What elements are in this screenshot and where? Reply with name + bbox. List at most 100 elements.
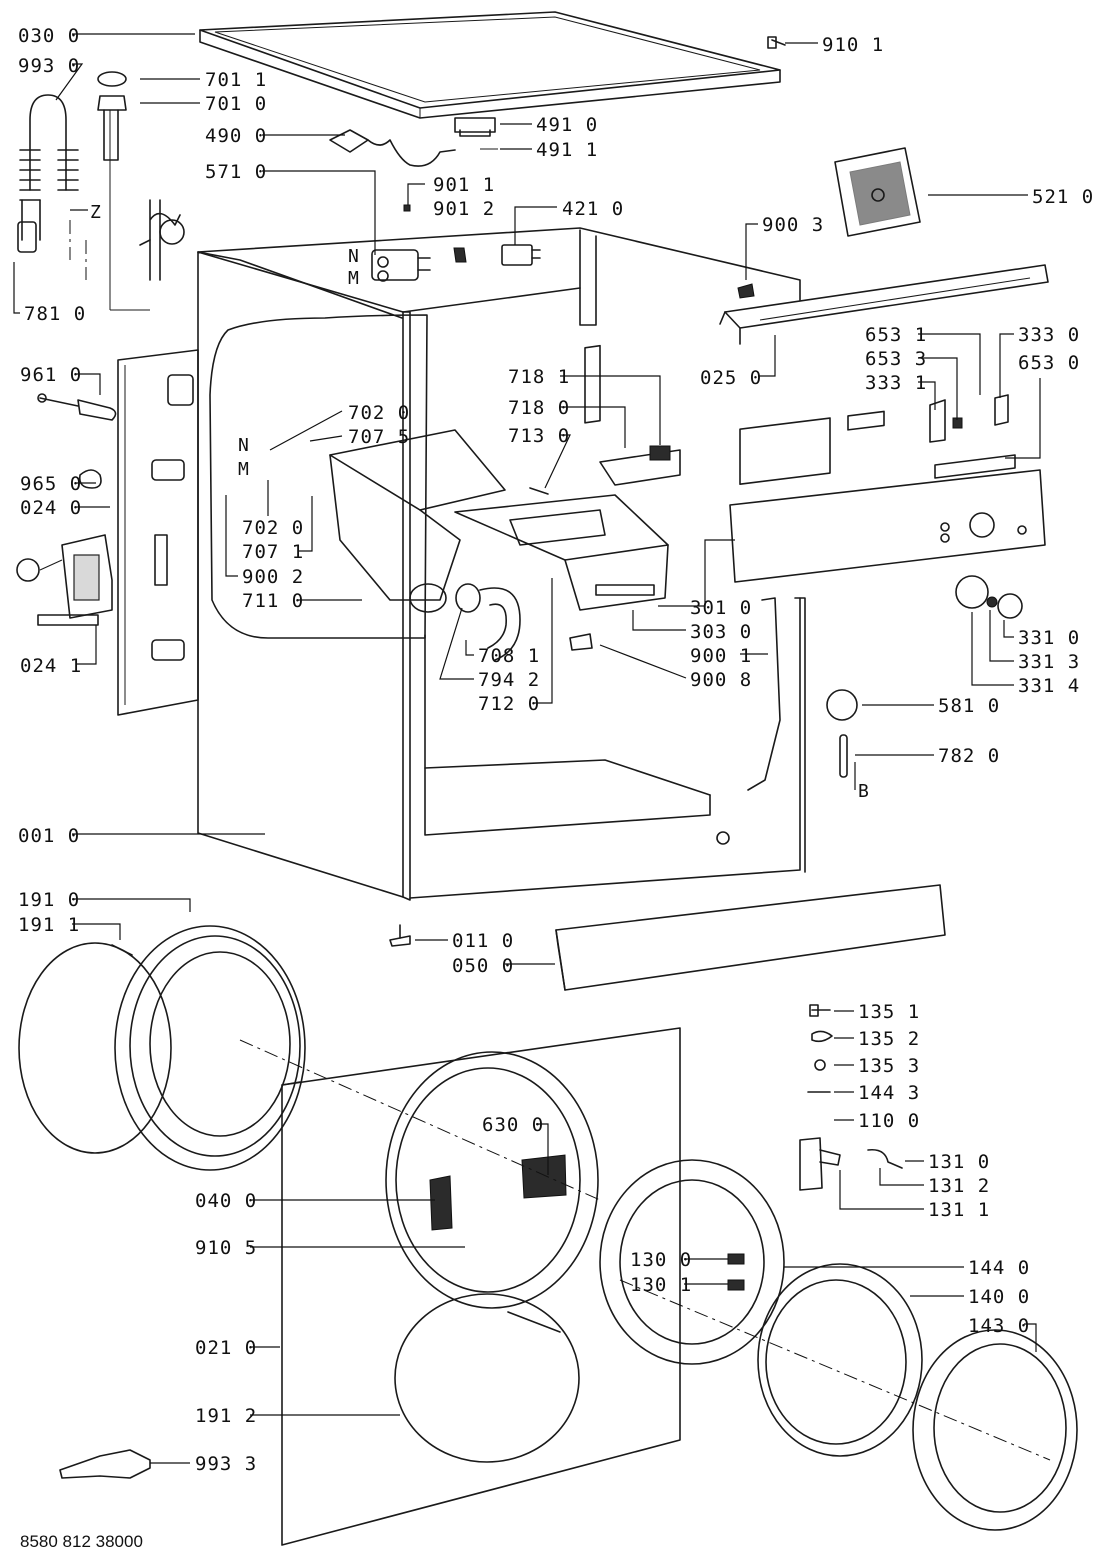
- door-handle: [799, 1004, 903, 1191]
- part-label-331_3: 331 3: [1018, 651, 1080, 673]
- leader-line: [999, 333, 1014, 398]
- control-panel: [729, 410, 1046, 583]
- leader-line: [407, 183, 425, 205]
- part-label-191_0: 191 0: [18, 889, 80, 911]
- screw-910-1: [767, 36, 786, 49]
- part-label-130_1: 130 1: [630, 1274, 692, 1296]
- top-rail: [719, 264, 1049, 345]
- leader-line: [989, 610, 1014, 662]
- part-label-Z: Z: [90, 202, 101, 223]
- leader-line: [269, 410, 343, 451]
- part-label-900_1: 900 1: [690, 645, 752, 667]
- leader-line: [560, 406, 626, 448]
- part-label-491_0: 491 0: [536, 114, 598, 136]
- plug-701: [97, 71, 150, 311]
- part-label-910_5: 910 5: [195, 1237, 257, 1259]
- door-lock: [501, 244, 541, 266]
- part-label-794_2: 794 2: [478, 669, 540, 691]
- dispenser-parts: [529, 344, 681, 495]
- leader-line: [55, 63, 84, 101]
- part-label-131_0: 131 0: [928, 1151, 990, 1173]
- part-label-900_8: 900 8: [690, 669, 752, 691]
- switch-parts: [929, 394, 1009, 443]
- leader-line: [632, 610, 686, 631]
- plinth: [555, 884, 946, 991]
- part-label-N_mid: N: [238, 435, 249, 456]
- part-label-143_0: 143 0: [968, 1315, 1030, 1337]
- part-label-040_0: 040 0: [195, 1190, 257, 1212]
- leader-line: [1003, 620, 1014, 638]
- part-label-191_1: 191 1: [18, 914, 80, 936]
- connector-901: [403, 204, 467, 263]
- part-label-901_2: 901 2: [433, 198, 495, 220]
- detergent-drawer: [454, 494, 669, 611]
- leader-line: [879, 1168, 924, 1186]
- part-label-711_0: 711 0: [242, 590, 304, 612]
- part-label-490_0: 490 0: [205, 125, 267, 147]
- part-label-713_0: 713 0: [508, 425, 570, 447]
- part-label-702_0_top: 702 0: [348, 402, 410, 424]
- part-label-961_0: 961 0: [20, 364, 82, 386]
- part-label-993_3: 993 3: [195, 1453, 257, 1475]
- part-label-144_3: 144 3: [858, 1082, 920, 1104]
- tube-961: [37, 393, 117, 421]
- door-assembly: [599, 1159, 1078, 1531]
- part-label-521_0: 521 0: [1032, 186, 1094, 208]
- suppressor: [454, 117, 498, 150]
- part-label-707_1: 707 1: [242, 541, 304, 563]
- leader-line: [839, 1170, 924, 1210]
- part-label-001_0: 001 0: [18, 825, 80, 847]
- part-label-333_1: 333 1: [865, 372, 927, 394]
- part-label-301_0: 301 0: [690, 597, 752, 619]
- leader-line: [544, 434, 571, 489]
- part-label-025_0: 025 0: [700, 367, 762, 389]
- part-label-630_0: 630 0: [482, 1114, 544, 1136]
- wrench: [59, 1449, 151, 1479]
- part-label-333_0: 333 0: [1018, 324, 1080, 346]
- door-seal: [18, 925, 306, 1171]
- part-label-701_0: 701 0: [205, 93, 267, 115]
- part-label-331_0: 331 0: [1018, 627, 1080, 649]
- leader-line: [971, 612, 1014, 686]
- leader-line: [72, 923, 121, 940]
- part-label-021_0: 021 0: [195, 1337, 257, 1359]
- leader-line: [560, 375, 661, 445]
- leader-line: [686, 539, 735, 607]
- detergent-assembly-outline: [209, 314, 428, 639]
- door-axis-upper: [239, 1039, 601, 1201]
- part-label-993_0: 993 0: [18, 55, 80, 77]
- leader-line: [745, 223, 758, 280]
- document-number: 8580 812 38000: [20, 1532, 143, 1551]
- part-label-653_3: 653 3: [865, 348, 927, 370]
- leader-line: [514, 206, 557, 245]
- leader-line: [13, 262, 20, 314]
- mains-cable: [329, 129, 456, 167]
- leader-line: [599, 644, 687, 679]
- inlet-valve: [371, 249, 431, 282]
- part-label-965_0: 965 0: [20, 473, 82, 495]
- part-label-331_4: 331 4: [1018, 675, 1080, 697]
- top-panel: [199, 11, 781, 119]
- part-label-782_0: 782 0: [938, 745, 1000, 767]
- part-label-702_0_bot: 702 0: [242, 517, 304, 539]
- part-label-B: B: [858, 781, 869, 802]
- pressure-switch: [826, 689, 858, 778]
- part-label-571_0: 571 0: [205, 161, 267, 183]
- drain-pump: [16, 534, 113, 626]
- leader-line: [309, 435, 343, 442]
- part-label-110_0: 110 0: [858, 1110, 920, 1132]
- part-label-140_0: 140 0: [968, 1286, 1030, 1308]
- leader-line: [918, 357, 958, 420]
- knob: [955, 575, 1023, 619]
- inlet-elbow: [139, 199, 185, 281]
- part-label-131_1: 131 1: [928, 1199, 990, 1221]
- wiring-harness: [569, 597, 781, 791]
- part-label-653_1: 653 1: [865, 324, 927, 346]
- front-panel: [281, 1027, 681, 1546]
- cabinet: [197, 227, 806, 901]
- leader-line: [534, 578, 553, 704]
- part-label-900_3: 900 3: [762, 214, 824, 236]
- part-label-130_0: 130 0: [630, 1249, 692, 1271]
